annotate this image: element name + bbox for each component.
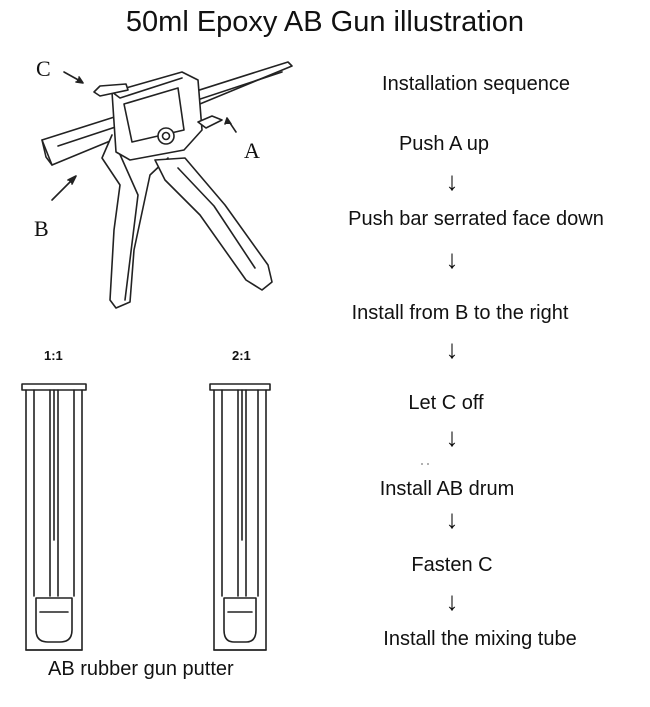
page-title: 50ml Epoxy AB Gun illustration: [125, 6, 525, 38]
ratio-label-2: 2:1: [232, 348, 251, 363]
cartridge-1-1: [21, 383, 87, 651]
down-arrow-icon: ↓: [445, 244, 459, 274]
label-b: B: [34, 216, 49, 241]
step-2: Push bar serrated face down: [348, 208, 604, 230]
down-arrow-icon: ↓: [445, 422, 459, 452]
speck-marks: [421, 463, 429, 465]
label-c: C: [36, 56, 51, 81]
step-5: Install AB drum: [379, 478, 515, 500]
down-arrow-icon: ↓: [445, 586, 459, 616]
down-arrow-icon: ↓: [445, 504, 459, 534]
lever-a: [197, 115, 223, 129]
step-7: Install the mixing tube: [383, 628, 577, 650]
step-4: Let C off: [408, 392, 484, 414]
down-arrow-icon: ↓: [445, 166, 459, 196]
epoxy-gun-illustration: [41, 61, 293, 309]
step-1: Push A up: [398, 133, 490, 155]
release-knob: [157, 127, 175, 145]
label-a: A: [244, 138, 260, 163]
sequence-heading: Installation sequence: [382, 73, 570, 95]
cartridge-2-1: [209, 383, 271, 651]
cartridge-caption: AB rubber gun putter: [48, 658, 234, 680]
step-3: Install from B to the right: [351, 302, 569, 324]
lever-c: [93, 83, 129, 97]
step-6: Fasten C: [411, 554, 493, 576]
ratio-label-1: 1:1: [44, 348, 63, 363]
down-arrow-icon: ↓: [445, 334, 459, 364]
front-grip: [154, 157, 273, 291]
